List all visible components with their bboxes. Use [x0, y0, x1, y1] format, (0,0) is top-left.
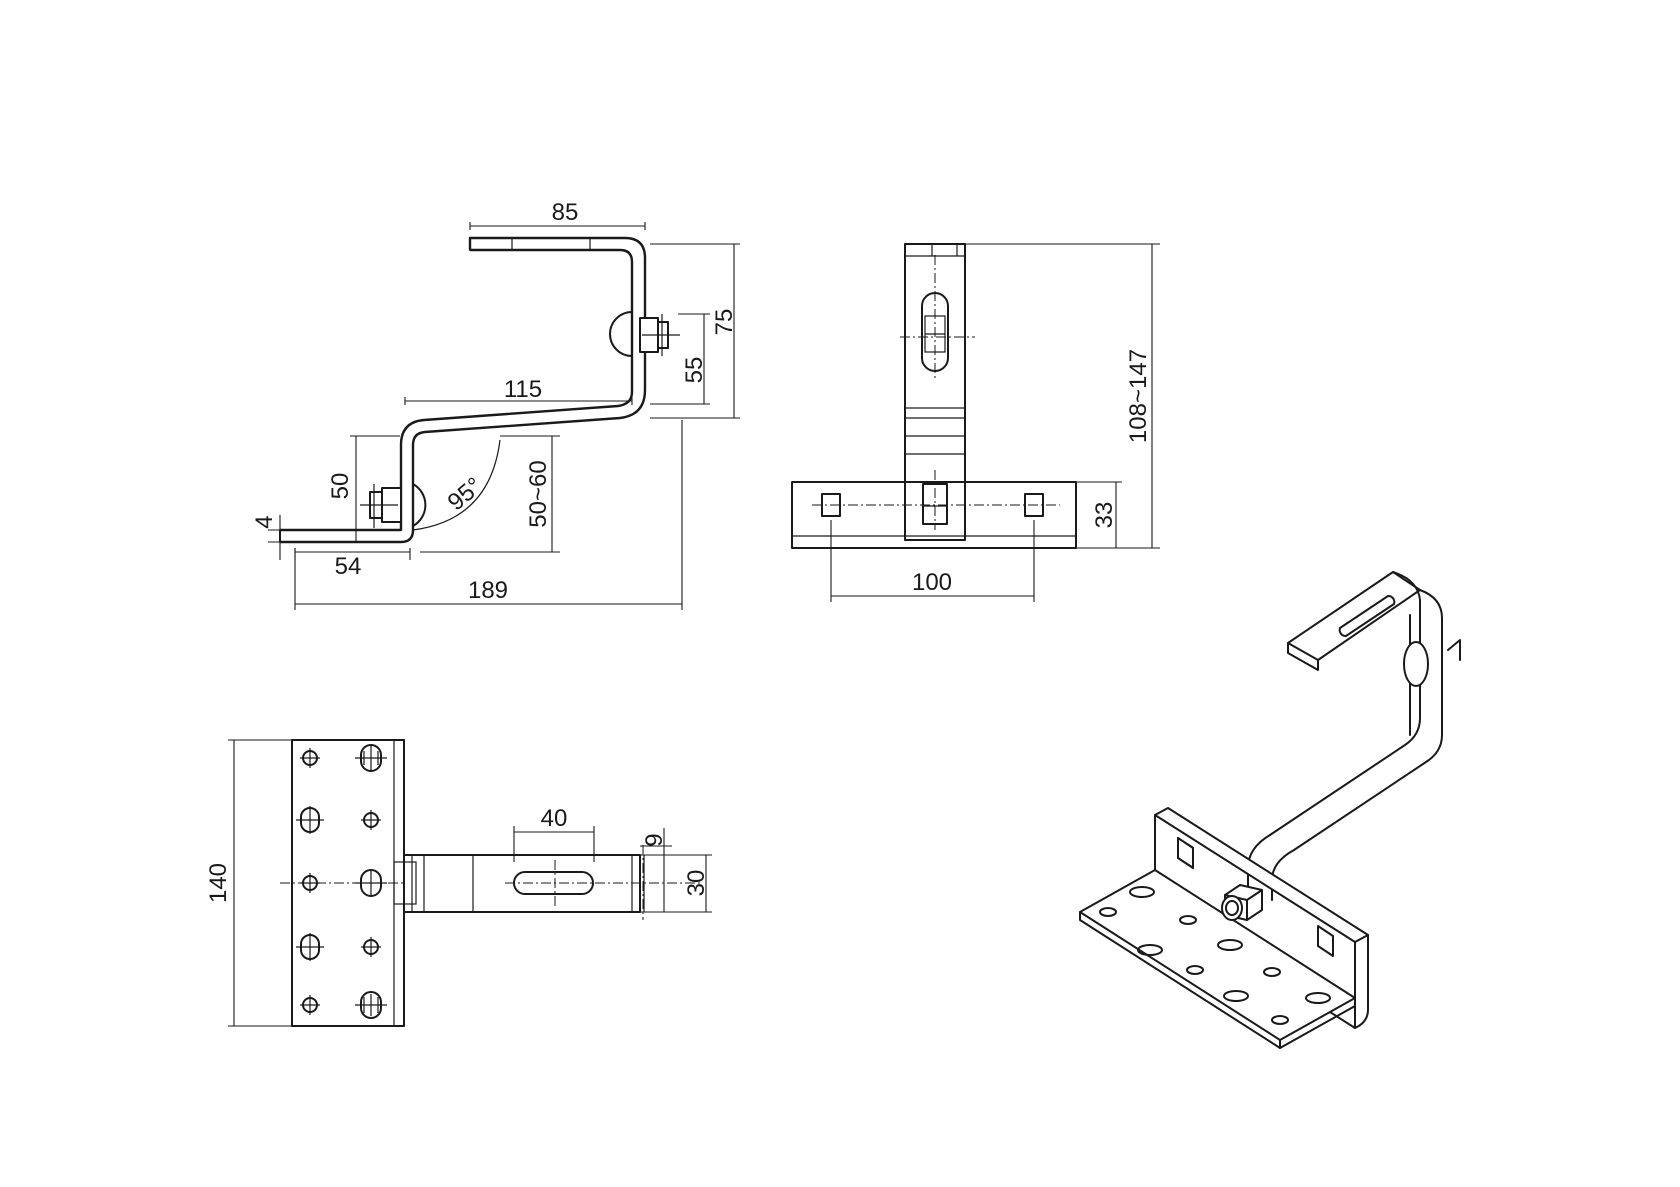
front-view: 108~147 33 100: [791, 243, 1160, 602]
dim-4: 4: [251, 515, 278, 528]
dim-9: 9: [641, 833, 668, 846]
dim-50: 50: [327, 473, 354, 500]
hole-row: [296, 748, 324, 1015]
dim-95-deg: 95°: [443, 472, 488, 516]
dim-189: 189: [468, 577, 508, 604]
isometric-view: [1079, 571, 1461, 1049]
dim-55: 55: [681, 357, 708, 384]
dim-115: 115: [504, 376, 542, 403]
dim-108-147: 108~147: [1125, 349, 1152, 443]
dim-40: 40: [541, 805, 568, 832]
dim-140: 140: [205, 863, 232, 903]
hole-row: [355, 744, 387, 1019]
dim-50-60: 50~60: [525, 460, 552, 527]
dim-54: 54: [335, 553, 362, 580]
top-view: 140 40 9 30: [205, 739, 712, 1027]
dim-100: 100: [912, 569, 952, 596]
dim-30: 30: [683, 870, 710, 897]
dim-85: 85: [552, 199, 579, 226]
dim-75: 75: [711, 309, 738, 336]
dim-33: 33: [1091, 502, 1118, 529]
side-view: 85 75 55 115 50 50~60 95° 4 54 189: [251, 199, 740, 610]
